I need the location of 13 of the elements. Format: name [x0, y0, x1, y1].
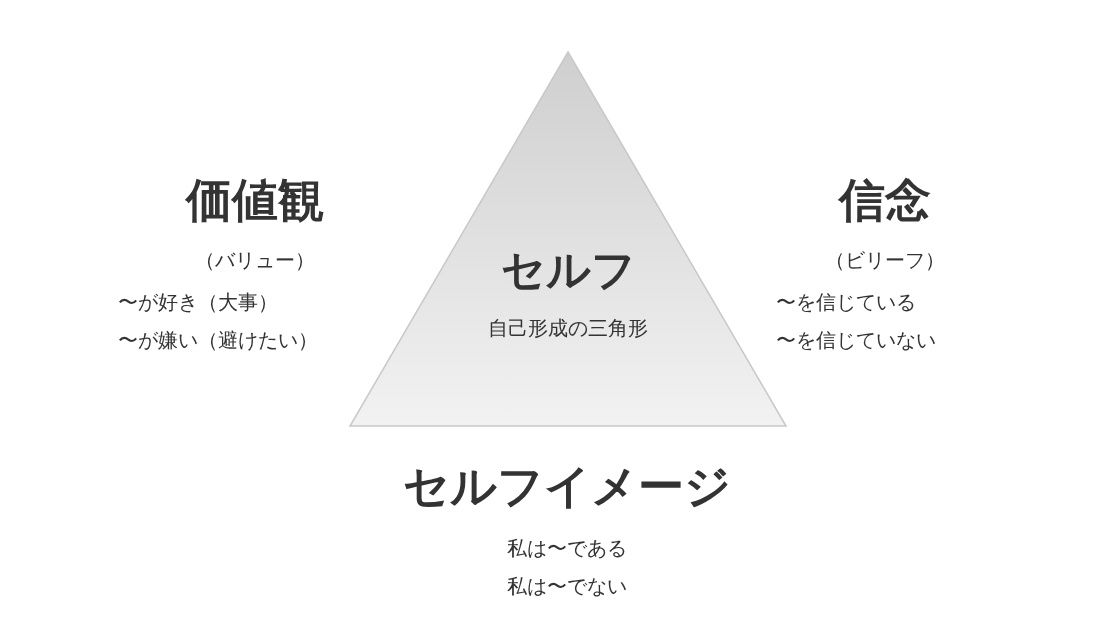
- description-text: 〜を信じている: [776, 290, 916, 315]
- subheading: （ビリーフ）: [825, 248, 945, 273]
- description-text: 私は〜である: [507, 536, 627, 561]
- description-text: 私は〜でない: [507, 574, 627, 599]
- triangle-title: セルフ: [500, 243, 636, 297]
- description-text: 〜を信じていない: [776, 328, 936, 353]
- heading: 信念: [839, 172, 931, 229]
- subheading: （バリュー）: [195, 248, 315, 273]
- description-text: 〜が好き（大事）: [118, 290, 278, 315]
- triangle-subtitle: 自己形成の三角形: [488, 316, 648, 341]
- description-text: 〜が嫌い（避けたい）: [118, 328, 318, 353]
- heading: 価値観: [186, 172, 324, 229]
- heading: セルフイメージ: [403, 458, 731, 515]
